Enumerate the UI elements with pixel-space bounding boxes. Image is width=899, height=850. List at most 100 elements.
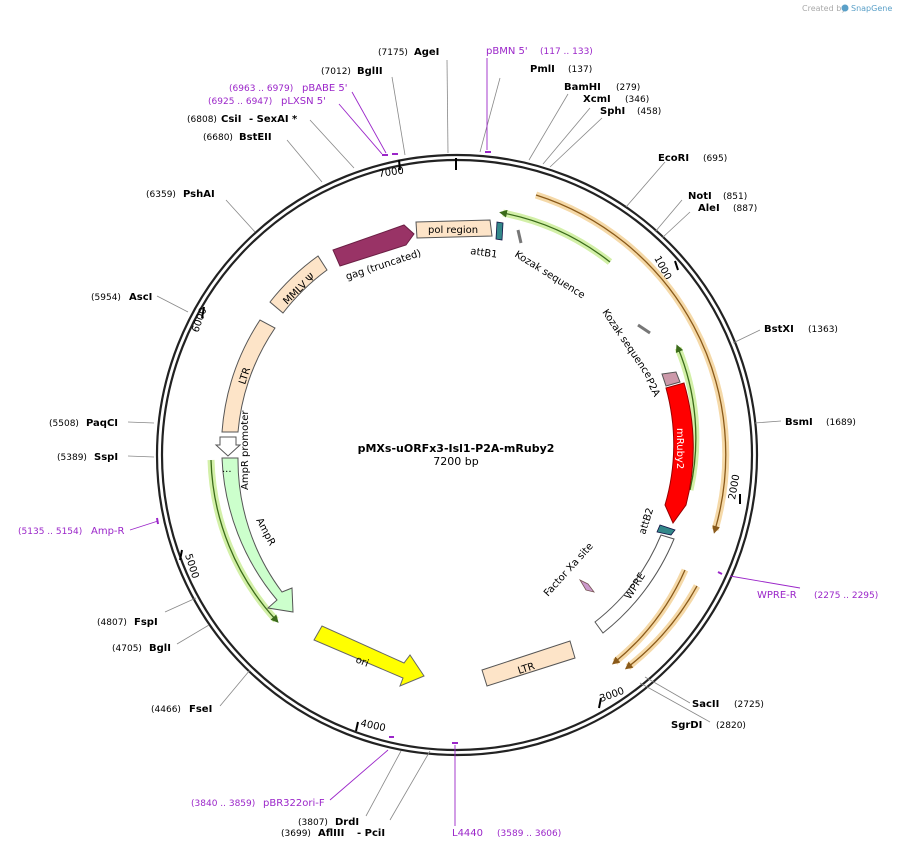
enzyme-AflIII[interactable]: AflIII xyxy=(318,828,344,839)
feature-MMLV-psi[interactable] xyxy=(269,255,328,314)
enzyme-CsiI[interactable]: CsiI xyxy=(221,114,241,125)
feature-ori-label: ori xyxy=(354,655,370,670)
primer-WPRE-R[interactable]: WPRE-R xyxy=(757,590,797,601)
snapgene-logo-icon xyxy=(841,4,849,12)
enzyme-PaqCI[interactable]: PaqCI xyxy=(86,418,118,429)
tick-label-2000: 2000 xyxy=(727,474,742,501)
enzyme-pos: (5389) xyxy=(57,453,87,463)
enzyme-FseI[interactable]: FseI xyxy=(189,704,212,715)
enzyme-XcmI[interactable]: XcmI xyxy=(583,94,611,105)
feature-AmpR-promoter-label: AmpR promoter xyxy=(240,410,251,490)
enzyme-labels: (7175) AgeI (7012) BglII (6808) CsiI - S… xyxy=(49,47,856,839)
feature-attB1[interactable] xyxy=(495,221,504,241)
plasmid-length: 7200 bp xyxy=(433,455,478,468)
enzyme-pos: (1363) xyxy=(808,325,838,335)
feature-P2A-label: P2A xyxy=(643,376,661,398)
feature-pol-label: pol region xyxy=(428,225,478,236)
enzyme-pos: (2820) xyxy=(716,721,746,731)
primer-pos: (3840 .. 3859) xyxy=(191,799,255,809)
enzyme-AscI[interactable]: AscI xyxy=(129,292,152,303)
feature-ori[interactable] xyxy=(313,625,425,687)
feature-attB2-label: attB2 xyxy=(637,507,656,536)
tick-label-7000: 7000 xyxy=(378,166,405,180)
feature-kozak-1-label: Kozak sequence xyxy=(512,249,586,301)
plasmid-name: pMXs-uORFx3-Isl1-P2A-mRuby2 xyxy=(358,442,555,455)
enzyme-NotI[interactable]: NotI xyxy=(688,191,712,202)
feature-mRuby2[interactable] xyxy=(664,382,694,524)
feature-attB1-label: attB1 xyxy=(470,246,498,261)
enzyme-SacII[interactable]: SacII xyxy=(692,699,719,710)
enzyme-DrdI[interactable]: DrdI xyxy=(335,817,359,828)
enzyme-SspI[interactable]: SspI xyxy=(94,452,118,463)
primer-pBABE[interactable]: pBABE 5' xyxy=(302,83,348,94)
primer-Amp-R[interactable]: Amp-R xyxy=(91,526,125,537)
enzyme-SphI[interactable]: SphI xyxy=(600,106,625,117)
feature-factor-xa[interactable] xyxy=(578,579,595,593)
enzyme-SexAI[interactable]: - SexAI * xyxy=(249,114,298,125)
enzyme-pos: (695) xyxy=(703,154,727,164)
feature-AmpR[interactable] xyxy=(221,457,294,613)
primer-pos: (6925 .. 6947) xyxy=(208,97,272,107)
feature-kozak-1[interactable] xyxy=(516,229,523,244)
enzyme-pos: (3807) xyxy=(298,818,328,828)
enzyme-AleI[interactable]: AleI xyxy=(698,203,720,214)
enzyme-pos: (458) xyxy=(637,107,661,117)
feature-P2A[interactable] xyxy=(661,371,681,387)
orf-lower2-arc xyxy=(624,585,698,670)
enzyme-pos: (4807) xyxy=(97,618,127,628)
feature-attB2[interactable] xyxy=(656,524,676,536)
enzyme-pos: (3699) xyxy=(281,829,311,839)
enzyme-pos: (851) xyxy=(723,192,747,202)
backbone-outer xyxy=(155,153,759,757)
enzyme-BglII[interactable]: BglII xyxy=(357,66,383,77)
enzyme-pos: (4466) xyxy=(151,705,181,715)
feature-LTR-left[interactable] xyxy=(221,319,276,433)
orf-left-arc xyxy=(210,459,279,623)
enzyme-pos: (5954) xyxy=(91,293,121,303)
enzyme-EcoRI[interactable]: EcoRI xyxy=(658,153,689,164)
credit-brand: SnapGene xyxy=(851,4,892,13)
orf-outer-arc xyxy=(535,194,727,534)
enzyme-pos: (1689) xyxy=(826,418,856,428)
primer-L4440[interactable]: L4440 xyxy=(452,828,483,839)
tick-label-4000: 4000 xyxy=(359,718,386,734)
enzyme-PshAI[interactable]: PshAI xyxy=(183,189,215,200)
enzyme-FspI[interactable]: FspI xyxy=(134,617,158,628)
feature-gag-truncated[interactable] xyxy=(332,224,415,267)
enzyme-pos: (887) xyxy=(733,204,757,214)
primer-pBMN[interactable]: pBMN 5' xyxy=(486,46,528,57)
feature-kozak-2[interactable] xyxy=(637,323,651,335)
enzyme-BstXI[interactable]: BstXI xyxy=(764,324,794,335)
enzyme-PciI[interactable]: - PciI xyxy=(357,828,385,839)
enzyme-BglI[interactable]: BglI xyxy=(149,643,171,654)
orf-lower1-arc xyxy=(611,569,686,665)
feature-mRuby2-label: mRuby2 xyxy=(674,428,685,469)
enzyme-PmlI[interactable]: PmlI xyxy=(530,64,555,75)
enzyme-BstEII[interactable]: BstEII xyxy=(239,132,272,143)
primer-pLXSN[interactable]: pLXSN 5' xyxy=(281,96,326,107)
primer-leaders xyxy=(129,58,801,826)
primer-pos: (5135 .. 5154) xyxy=(18,527,82,537)
feature-kozak-2-label: Kozak sequence xyxy=(600,308,654,381)
enzyme-pos: (279) xyxy=(616,83,640,93)
feature-pol-region[interactable] xyxy=(415,219,493,239)
credit-prefix: Created by xyxy=(802,4,846,13)
enzyme-SgrDI[interactable]: SgrDI xyxy=(671,720,702,731)
primer-labels: pBMN 5' (117 .. 133) (6963 .. 6979) pBAB… xyxy=(18,46,878,839)
primer-pBR322ori-F[interactable]: pBR322ori-F xyxy=(263,798,325,809)
enzyme-pos: (4705) xyxy=(112,644,142,654)
primer-pos: (6963 .. 6979) xyxy=(229,84,293,94)
enzyme-AgeI[interactable]: AgeI xyxy=(414,47,439,58)
enzyme-BsmI[interactable]: BsmI xyxy=(785,417,813,428)
enzyme-pos: (6808) xyxy=(187,115,217,125)
enzyme-pos: (5508) xyxy=(49,419,79,429)
feature-LTR-right[interactable] xyxy=(481,640,576,687)
orf-top-arc xyxy=(499,209,611,263)
tick-marks xyxy=(179,159,741,732)
enzyme-BamHI[interactable]: BamHI xyxy=(564,82,601,93)
feature-AmpR-label: AmpR xyxy=(253,516,277,548)
feature-AmpR-promoter[interactable] xyxy=(214,436,242,457)
feature-WPRE[interactable] xyxy=(594,534,675,634)
orf-outer-highlight xyxy=(534,191,730,531)
